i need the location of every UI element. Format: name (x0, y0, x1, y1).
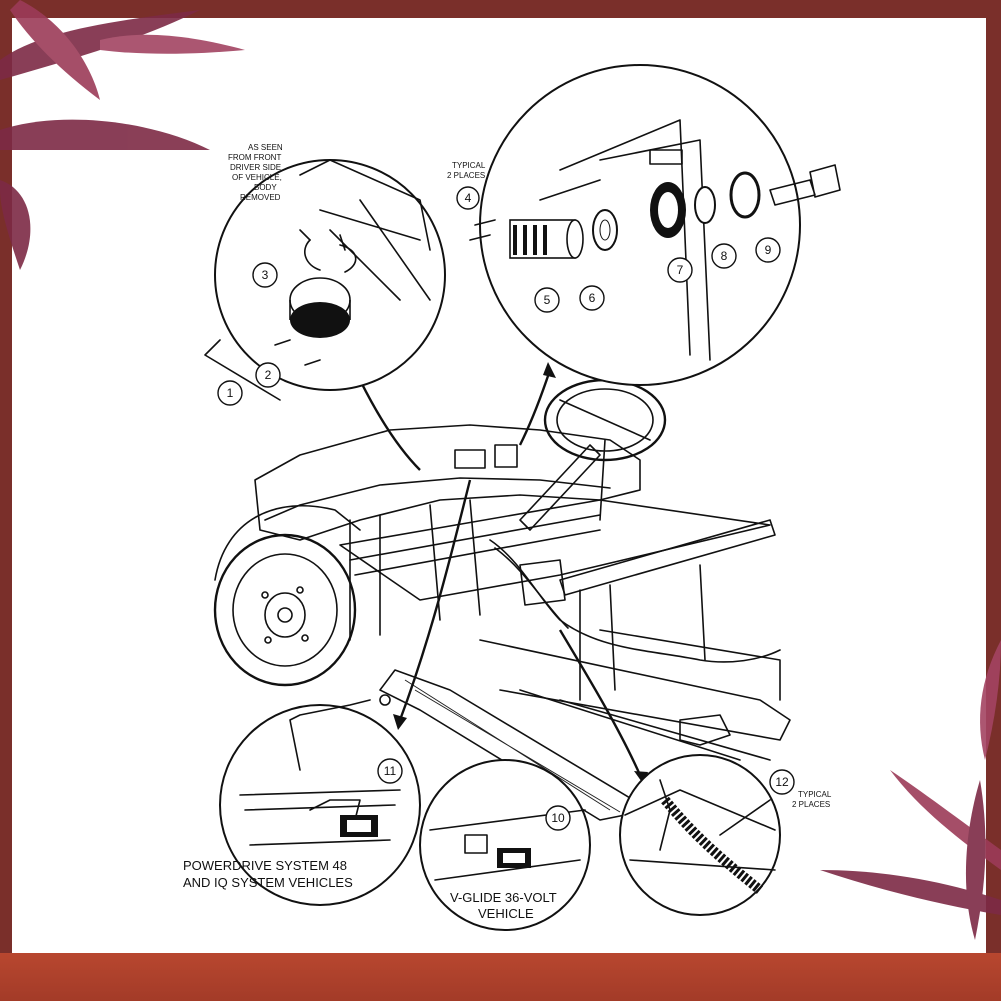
detail-harness-12-circle (619, 754, 781, 916)
decorative-leaves-bottom-right (820, 640, 1001, 940)
decorative-bottom-band (0, 953, 1001, 1001)
svg-text:AS SEEN: AS SEEN (248, 143, 283, 152)
svg-text:9: 9 (765, 243, 772, 257)
golf-cart-chassis (213, 378, 791, 821)
svg-text:10: 10 (551, 811, 565, 825)
svg-text:V-GLIDE 36-VOLT: V-GLIDE 36-VOLT (450, 890, 557, 905)
callout-2: 2 (255, 362, 281, 388)
callout-7: 7 (667, 257, 693, 283)
callout-10: 10 (545, 805, 571, 831)
pointer-arrows (358, 362, 648, 785)
detail-connector-10-circle (419, 759, 591, 931)
vglide-label: V-GLIDE 36-VOLT VEHICLE (450, 890, 557, 921)
svg-text:1: 1 (227, 386, 234, 400)
svg-text:FROM FRONT: FROM FRONT (228, 153, 281, 162)
svg-text:6: 6 (589, 291, 596, 305)
callout-4: 4 (456, 186, 480, 210)
decorative-leaves-top-left (0, 0, 245, 270)
svg-text:OF VEHICLE,: OF VEHICLE, (232, 173, 282, 182)
svg-text:8: 8 (721, 249, 728, 263)
callout-1: 1 (217, 380, 243, 406)
svg-text:11: 11 (384, 764, 397, 778)
svg-text:7: 7 (677, 263, 684, 277)
callout-9: 9 (755, 237, 781, 263)
typical-note-bottom: TYPICAL 2 PLACES (792, 790, 832, 809)
callout-11: 11 (377, 758, 403, 784)
view-note: AS SEEN FROM FRONT DRIVER SIDE OF VEHICL… (228, 143, 283, 202)
svg-text:4: 4 (465, 191, 472, 205)
svg-text:AND IQ SYSTEM VEHICLES: AND IQ SYSTEM VEHICLES (183, 875, 353, 890)
svg-text:DRIVER SIDE: DRIVER SIDE (230, 163, 281, 172)
svg-text:TYPICAL: TYPICAL (798, 790, 832, 799)
callout-8: 8 (711, 243, 737, 269)
callout-12: 12 (769, 769, 795, 795)
svg-text:2: 2 (265, 368, 272, 382)
callout-6: 6 (579, 285, 605, 311)
powerdrive-label: POWERDRIVE SYSTEM 48 AND IQ SYSTEM VEHIC… (183, 858, 353, 890)
svg-text:REMOVED: REMOVED (240, 193, 281, 202)
svg-text:2 PLACES: 2 PLACES (792, 800, 830, 809)
svg-text:2 PLACES: 2 PLACES (447, 171, 485, 180)
detail-coil-circle (204, 159, 446, 401)
svg-text:12: 12 (775, 775, 789, 789)
typical-note-top: TYPICAL 2 PLACES (447, 161, 486, 180)
svg-text:5: 5 (544, 293, 551, 307)
detail-connector-11-circle (219, 694, 421, 906)
svg-text:TYPICAL: TYPICAL (452, 161, 486, 170)
callout-3: 3 (252, 262, 278, 288)
svg-text:POWERDRIVE SYSTEM 48: POWERDRIVE SYSTEM 48 (183, 858, 347, 873)
svg-text:3: 3 (262, 268, 269, 282)
svg-text:BODY: BODY (254, 183, 277, 192)
callout-5: 5 (534, 287, 560, 313)
svg-text:VEHICLE: VEHICLE (478, 906, 534, 921)
detail-key-switch-circle (469, 64, 841, 386)
